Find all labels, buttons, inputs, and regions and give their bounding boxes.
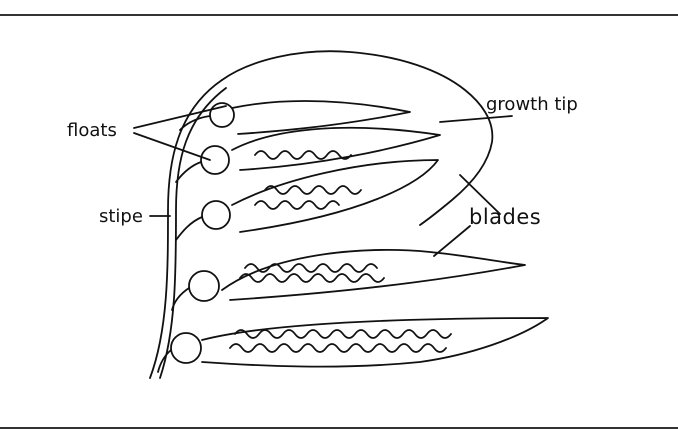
growth-tip-label: growth tip (486, 96, 578, 114)
blade-2-outline (232, 128, 440, 170)
blade-5-texture-a (230, 344, 446, 352)
floats-leader-2 (134, 133, 210, 160)
blade-2-texture (255, 151, 351, 159)
float-2 (201, 146, 229, 174)
blade-5-texture-b (235, 330, 451, 338)
blade-5-outline (202, 318, 548, 367)
float-stalk-3 (176, 217, 202, 240)
floats-leader-1 (134, 106, 226, 128)
growth-tip-leader (440, 116, 512, 122)
blade-3-texture-b (265, 186, 361, 194)
blade-3-outline (232, 160, 438, 232)
float-5 (171, 333, 201, 363)
blades-leader-2 (434, 226, 470, 256)
blade-3-texture-a (255, 201, 339, 209)
stipe-label: stipe (99, 208, 143, 226)
blade-4-texture-a (240, 274, 384, 282)
float-4 (189, 271, 219, 301)
blades-label: blades (469, 207, 541, 228)
floats-label: floats (67, 122, 117, 140)
float-3 (202, 201, 230, 229)
